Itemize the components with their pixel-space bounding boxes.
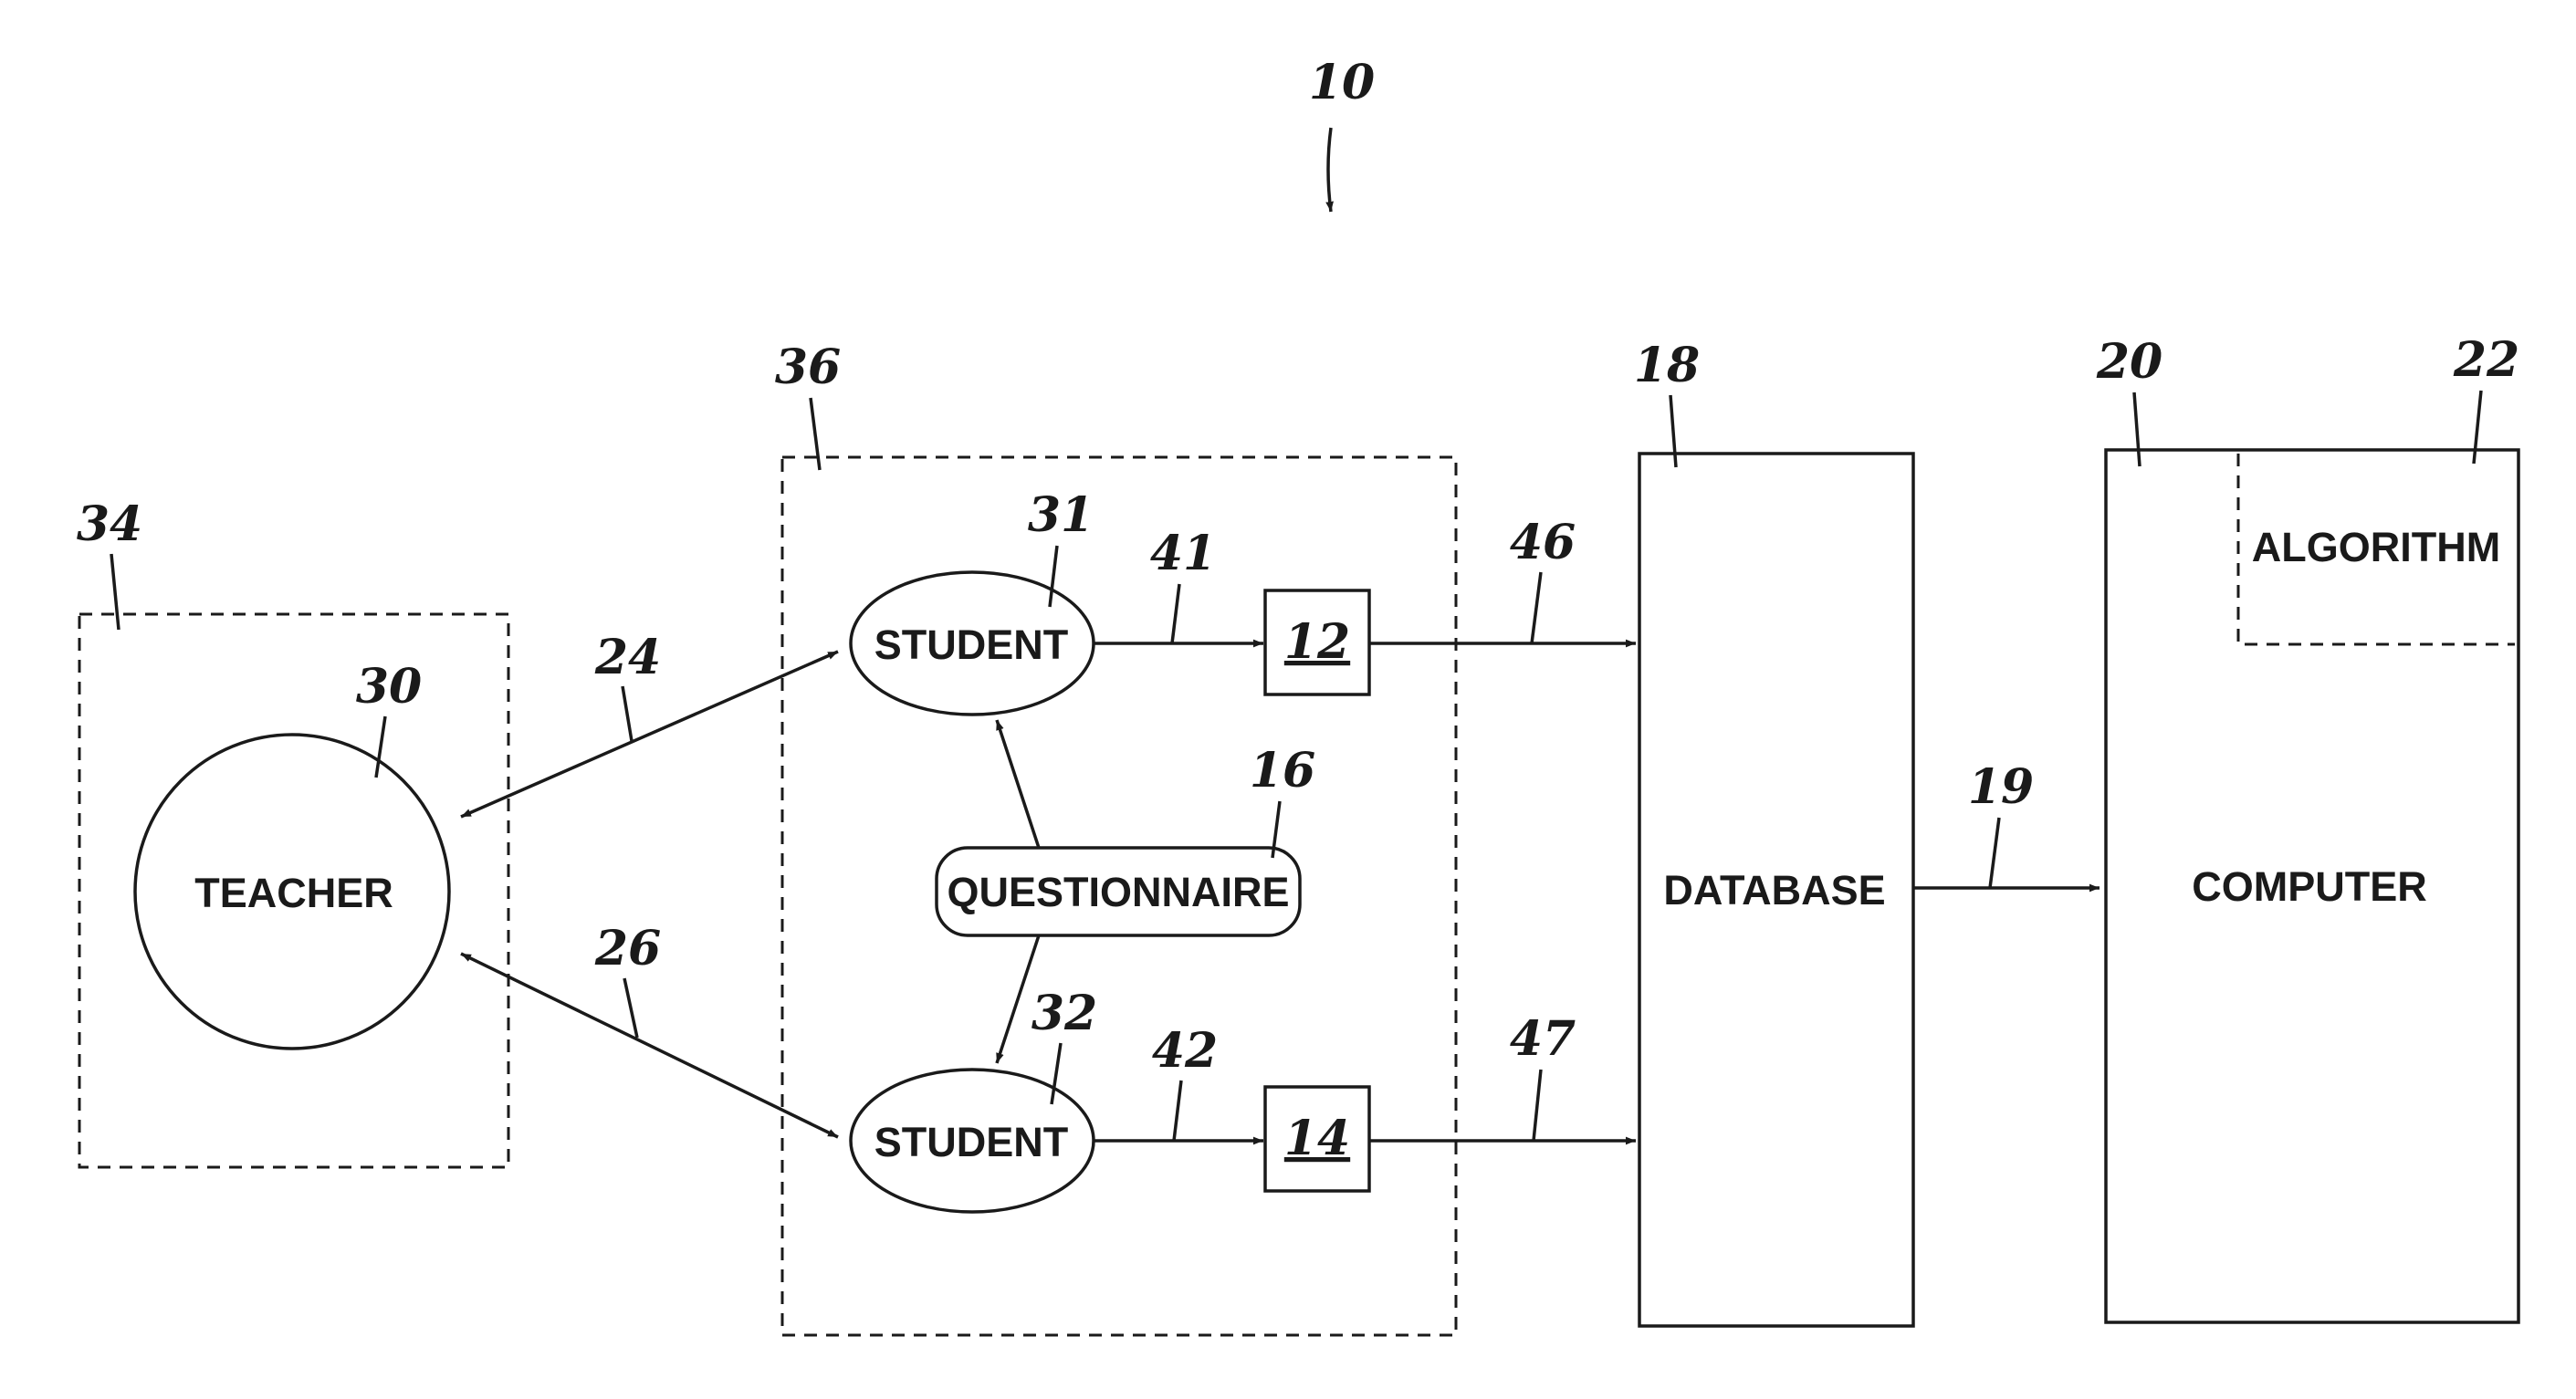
ref-computer: 20 [2096,334,2162,390]
arrow-questionnaire-to-student-top [997,720,1039,848]
ref-arrow-bottom-b: 47 [1510,1011,1576,1067]
leader-arrow-bottom-b [1534,1070,1541,1141]
ref-student-zone: 36 [775,339,841,395]
ref-arrow-db-computer: 19 [1968,759,2034,815]
leader-arrow-bottom-a [1174,1081,1181,1141]
response-box-top-label: 12 [1284,614,1350,670]
student-bottom-label: STUDENT [874,1119,1069,1165]
ref-arrow-top-b: 46 [1510,515,1576,570]
ref-teacher: 30 [356,659,422,715]
ref-link-bottom: 26 [594,921,661,976]
algorithm-label: ALGORITHM [2252,524,2500,570]
leader-arrow-top-b [1532,572,1541,643]
ref-link-top: 24 [594,630,661,685]
student-top-label: STUDENT [874,621,1069,668]
system-pointer-arrow [1328,128,1331,212]
ref-database: 18 [1634,338,1700,393]
ref-questionnaire: 16 [1250,743,1315,799]
response-box-bottom-label: 14 [1284,1111,1350,1166]
database-label: DATABASE [1663,867,1885,914]
ref-arrow-top-a: 41 [1150,526,1216,581]
ref-algorithm: 22 [2453,332,2519,388]
leader-link-top [623,686,632,741]
leader-arrow-top-a [1172,584,1179,643]
ref-arrow-bottom-a: 42 [1152,1023,1218,1079]
leader-arrow-db-computer [1990,818,1999,888]
leader-student-zone [811,398,820,470]
ref-teacher-zone: 34 [77,496,142,552]
ref-student-top: 31 [1028,487,1094,543]
leader-teacher-zone [111,554,119,630]
ref-student-bottom: 32 [1031,986,1097,1041]
computer-label: COMPUTER [2192,863,2427,910]
ref-system: 10 [1309,55,1375,110]
leader-link-bottom [624,978,637,1038]
questionnaire-label: QUESTIONNAIRE [947,869,1289,915]
teacher-label: TEACHER [194,870,393,916]
link-teacher-student-bottom [461,954,838,1137]
